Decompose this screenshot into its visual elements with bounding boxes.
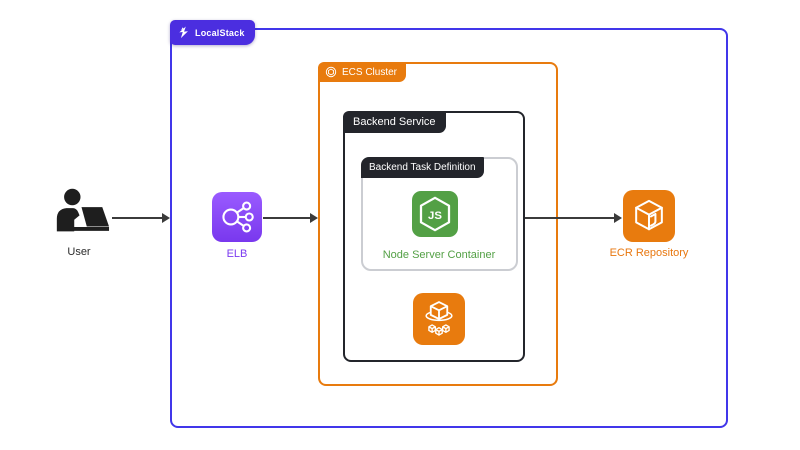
nodejs-icon-js-text: JS [428, 210, 442, 222]
arrow-line [263, 217, 310, 219]
ecs-service-icon [413, 293, 465, 345]
user-icon [52, 186, 110, 238]
ecs-cluster-label: ECS Cluster [318, 62, 407, 82]
ecr-icon [623, 190, 675, 242]
localstack-logo-icon [177, 26, 190, 39]
arrow-head-icon [162, 213, 170, 223]
arrow-elb-to-ecs-cluster [263, 213, 318, 223]
elb-icon [212, 192, 262, 242]
elb-label: ELB [226, 248, 248, 260]
arrow-line [112, 217, 162, 219]
localstack-badge-label: LocalStack [195, 27, 245, 38]
backend-task-definition-label-text: Backend Task Definition [369, 162, 476, 173]
node-server-container-label: Node Server Container [382, 249, 496, 261]
arrow-head-icon [614, 213, 622, 223]
ecr-repository-label: ECR Repository [609, 247, 689, 259]
arrow-line [525, 217, 614, 219]
nodejs-icon: JS [412, 191, 458, 237]
ecs-cluster-label-text: ECS Cluster [342, 66, 398, 78]
localstack-badge: LocalStack [170, 20, 255, 45]
user-label: User [67, 246, 91, 258]
backend-task-definition-label: Backend Task Definition [361, 157, 484, 178]
arrow-head-icon [310, 213, 318, 223]
backend-service-label: Backend Service [343, 111, 446, 133]
arrow-user-to-localstack [112, 213, 170, 223]
arrow-backend-service-to-ecr [525, 213, 622, 223]
ecs-cluster-ring-icon [325, 66, 337, 78]
backend-service-label-text: Backend Service [353, 116, 436, 128]
